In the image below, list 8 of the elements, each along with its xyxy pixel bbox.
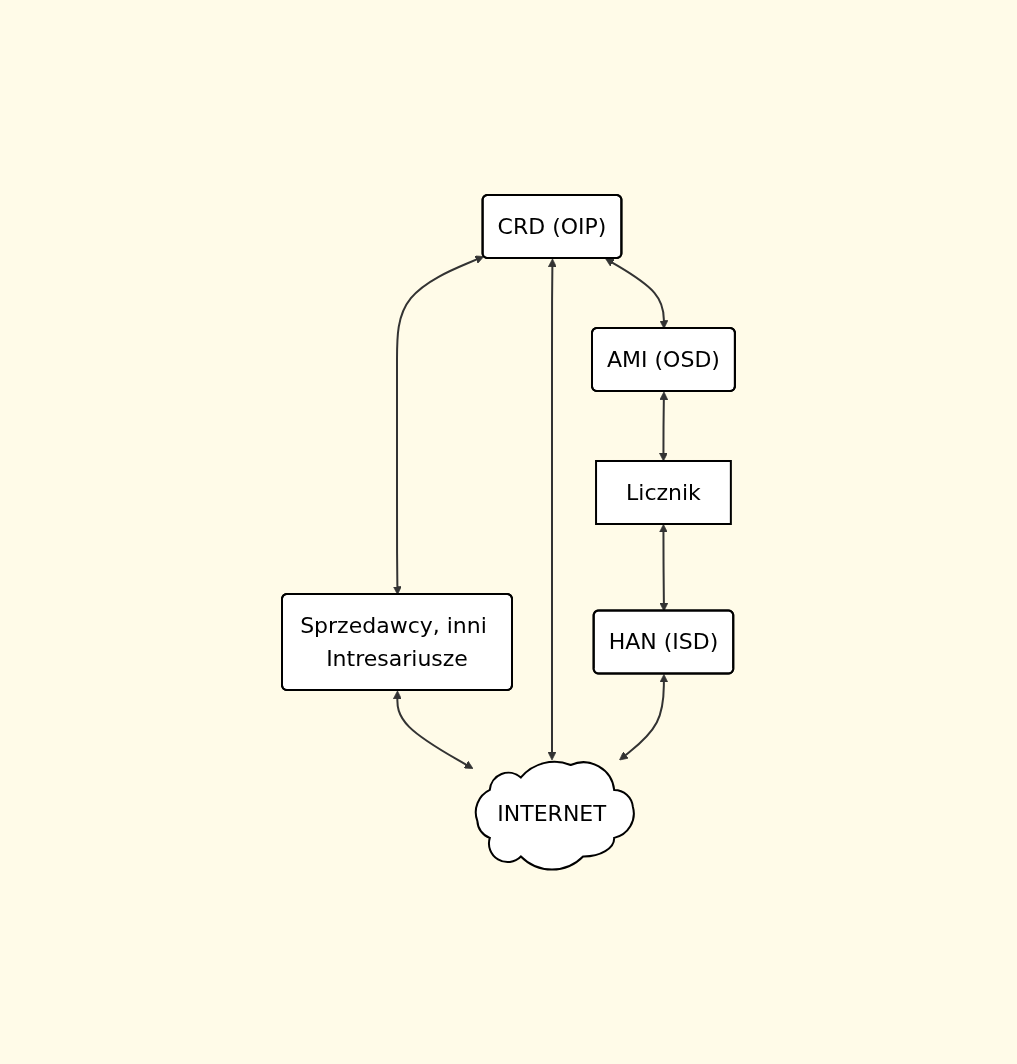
- node-box: Licznik: [595, 459, 732, 525]
- arrow: [547, 258, 557, 761]
- arrow: [605, 258, 669, 329]
- arrow: [393, 255, 485, 595]
- arrow: [393, 690, 474, 769]
- arrow: [659, 391, 669, 462]
- arrow: [619, 673, 669, 761]
- arrow: [659, 523, 669, 612]
